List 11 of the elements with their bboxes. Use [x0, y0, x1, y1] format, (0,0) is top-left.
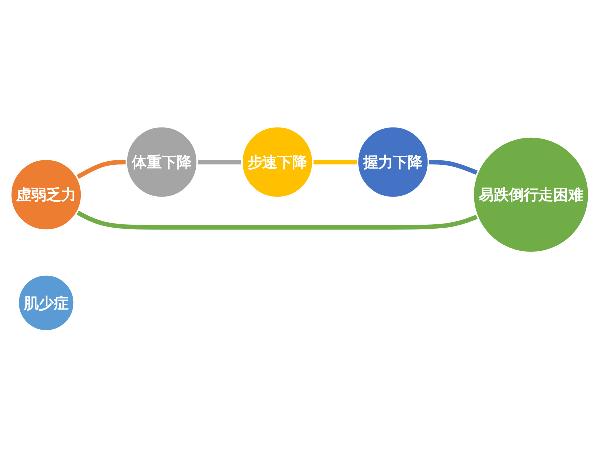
- node-circle: 步速下降: [241, 126, 314, 198]
- node-circle: 易跌倒行走困难: [472, 136, 590, 254]
- node-circle: 体重下降: [126, 126, 198, 198]
- connector: [76, 160, 127, 179]
- node-circle: 虚弱乏力: [10, 158, 83, 231]
- node-circle: 肌少症: [18, 274, 76, 332]
- connector: [76, 210, 479, 230]
- connector: [313, 160, 358, 164]
- node-circle: 握力下降: [357, 126, 430, 198]
- connector: [428, 160, 479, 175]
- connector: [197, 160, 242, 164]
